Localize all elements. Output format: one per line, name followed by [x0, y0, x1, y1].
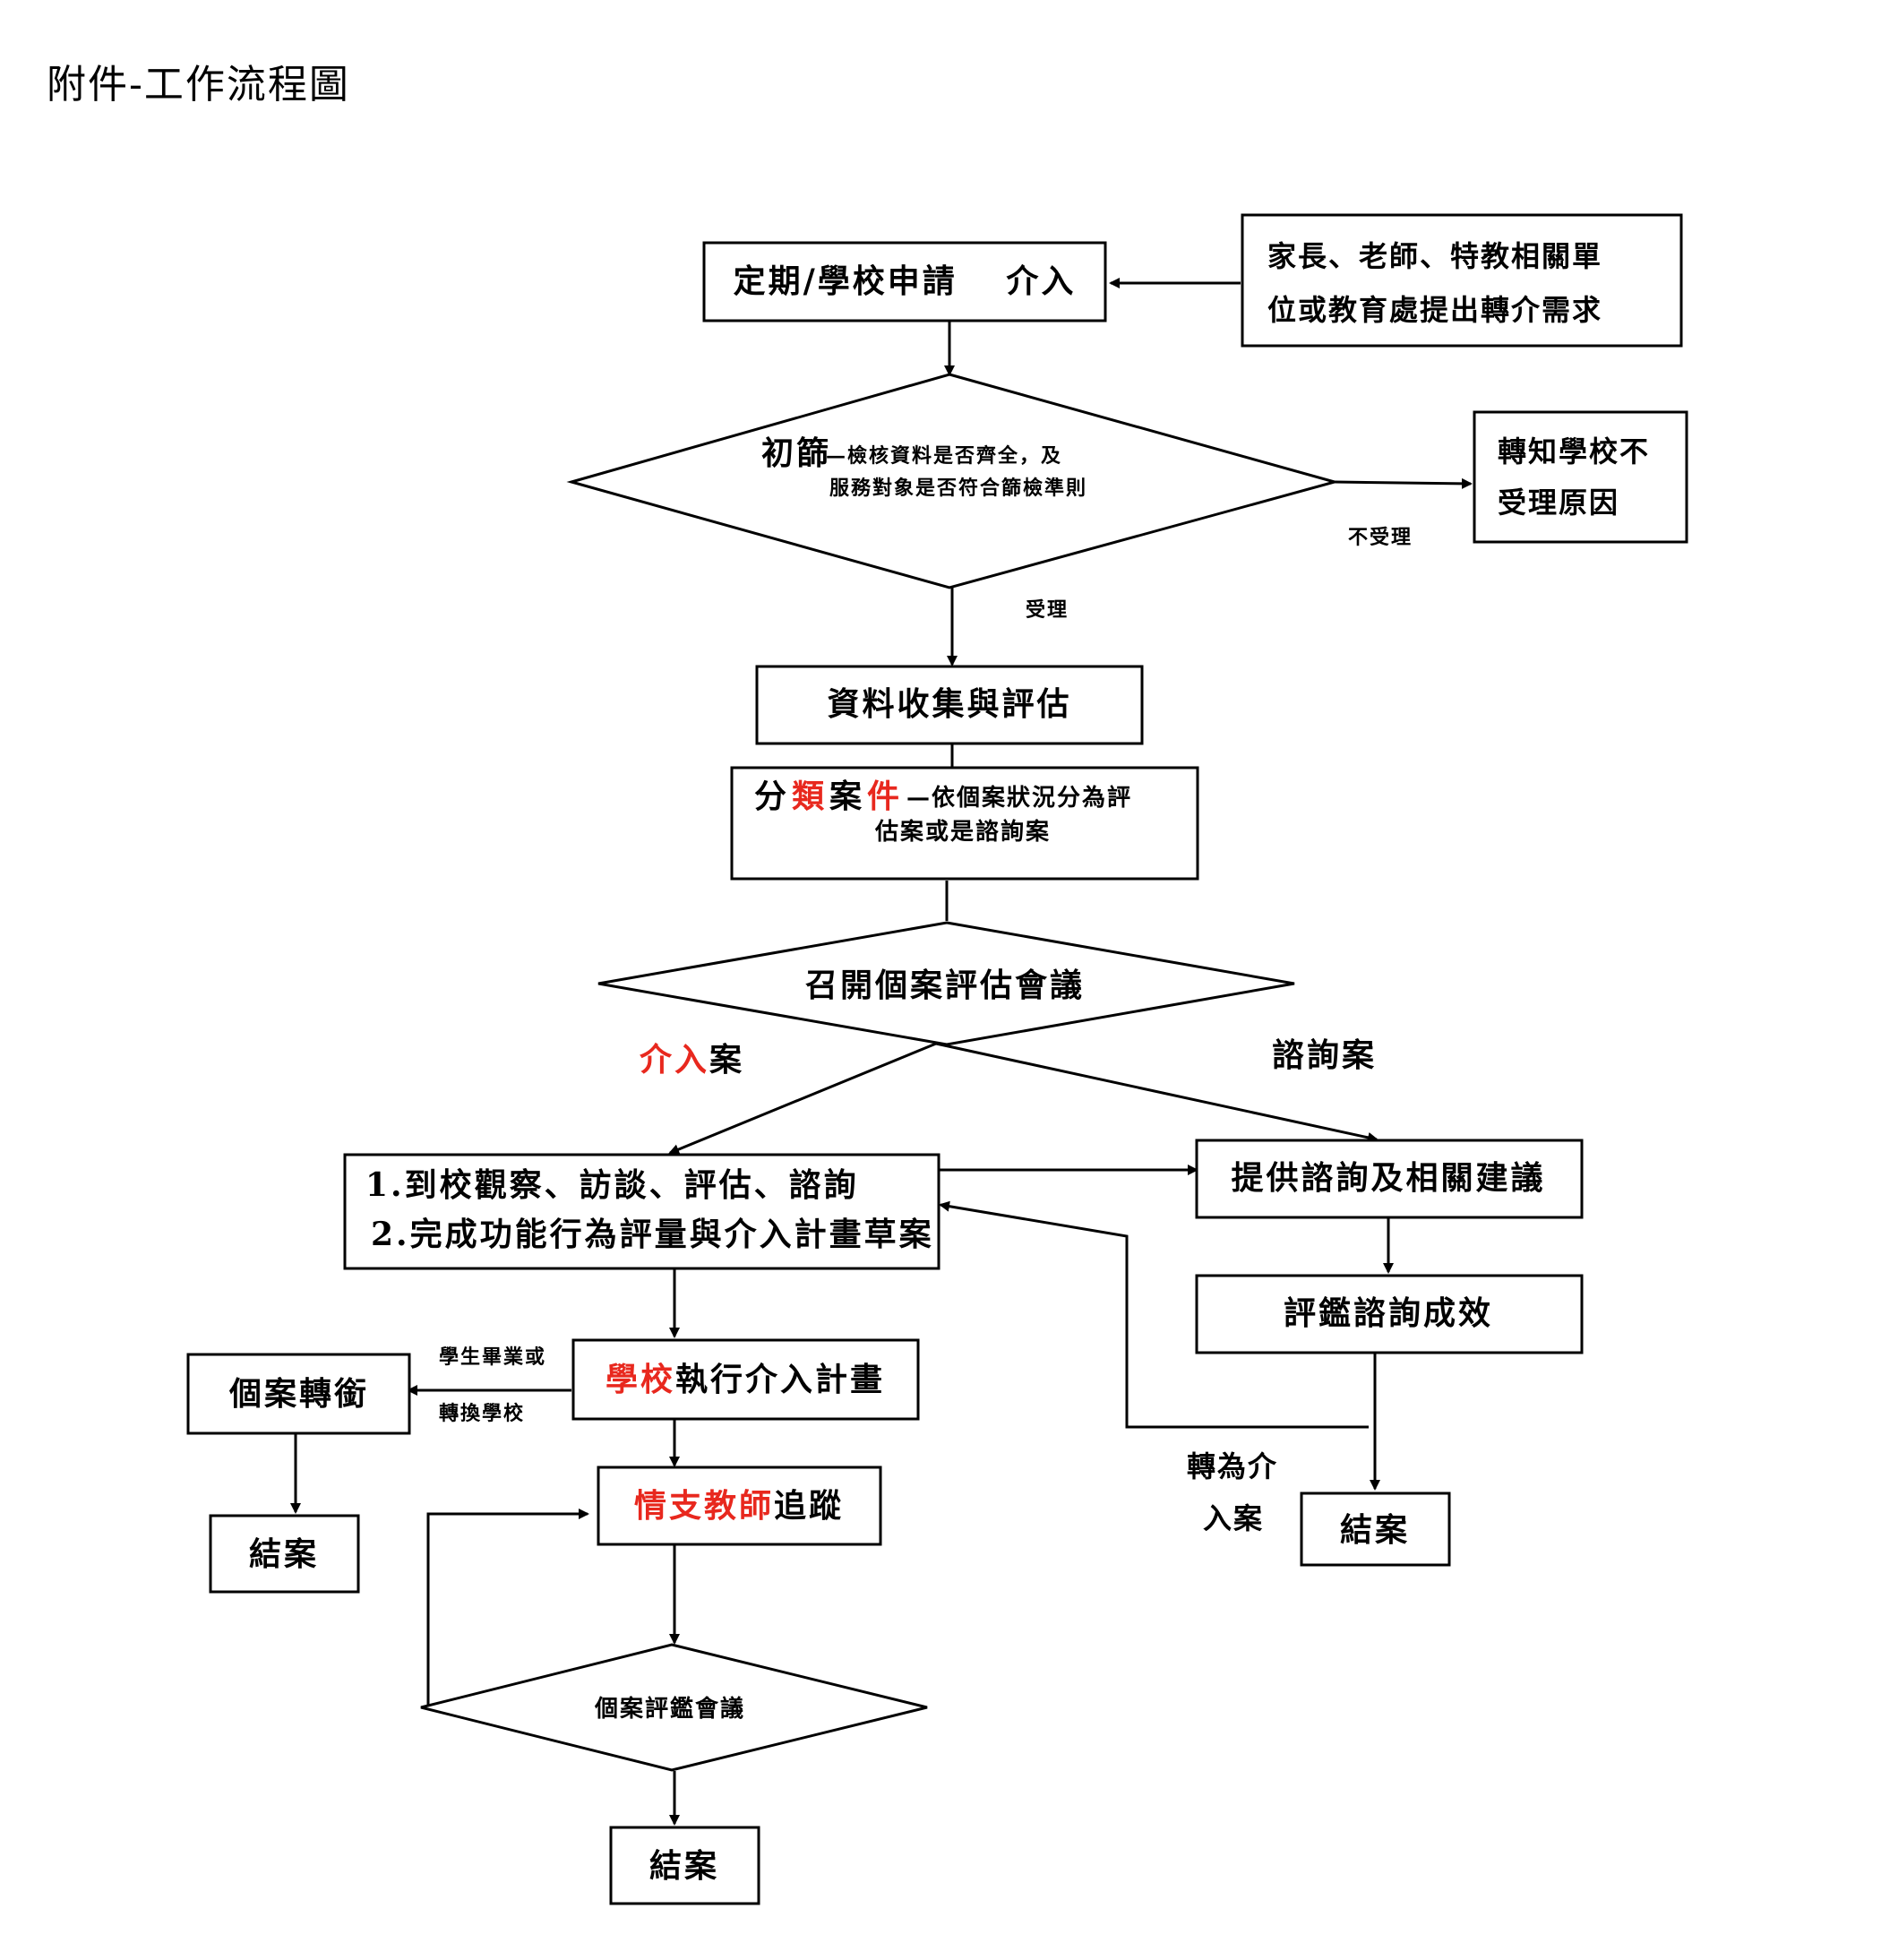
node-notify: 轉知學校不 受理原因: [1473, 410, 1688, 544]
node-meeting: 召開個案評估會議: [597, 921, 1295, 1046]
track-rest-part: 追蹤: [774, 1487, 844, 1525]
svg-text:服務對象是否符合篩檢準則: 服務對象是否符合篩檢準則: [829, 477, 1087, 500]
node-screen: 初篩 —檢核資料是否齊全，及 服務對象是否符合篩檢準則: [566, 373, 1340, 589]
svg-text:2.完成功能行為評量與介入計畫草案: 2.完成功能行為評量與介入計畫草案: [371, 1216, 934, 1253]
execute-rest-part: 執行介入計畫: [675, 1361, 885, 1398]
edge-labels: 不受理 受理 介入案 諮詢案 學生畢業或 轉換學校 轉為介 入案: [439, 526, 1413, 1535]
svg-text:轉知學校不: 轉知學校不: [1498, 434, 1650, 469]
svg-text:分: 分: [754, 778, 789, 815]
svg-text:1.到校觀察、訪談、評估、諮詢: 1.到校觀察、訪談、評估、諮詢: [365, 1166, 859, 1204]
svg-text:類: 類: [792, 778, 827, 815]
edge-review-loop-to-track: [426, 1509, 589, 1706]
label-reject: 不受理: [1348, 526, 1413, 549]
svg-text:結案: 結案: [1340, 1511, 1410, 1549]
svg-text:召開個案評估會議: 召開個案評估會議: [805, 967, 1085, 1004]
svg-text:情支教師追蹤: 情支教師追蹤: [634, 1487, 844, 1525]
edge-evaluate-to-assess: [939, 1200, 1369, 1429]
svg-text:案: 案: [829, 778, 864, 815]
edge-meeting-to-assess: [668, 1042, 937, 1155]
svg-text:個案轉銜: 個案轉銜: [228, 1375, 369, 1413]
node-close-bottom: 結案: [609, 1826, 760, 1905]
document-title: 附件-工作流程圖: [47, 62, 350, 107]
connectors: [290, 278, 1473, 1826]
svg-text:估案或是諮詢案: 估案或是諮詢案: [874, 818, 1051, 846]
node-close-right: 結案: [1300, 1491, 1451, 1567]
node-classify: 分 類 案 件 —依個案狀況分為評 估案或是諮詢案: [730, 766, 1199, 881]
svg-text:個案評鑑會議: 個案評鑑會議: [594, 1695, 745, 1723]
svg-text:定期/學校申請 介入: 定期/學校申請 介入: [734, 262, 1077, 300]
svg-text:受理原因: 受理原因: [1498, 486, 1619, 520]
edge-meeting-to-consult: [935, 1042, 1379, 1143]
svg-text:件: 件: [867, 778, 902, 815]
node-transfer: 個案轉銜: [186, 1353, 411, 1435]
node-review: 個案評鑑會議: [420, 1643, 928, 1772]
node-collect: 資料收集與評估: [755, 665, 1144, 745]
label-to-intervention-1: 轉為介: [1187, 1449, 1278, 1483]
node-evaluate: 評鑑諮詢成效: [1195, 1274, 1584, 1354]
svg-text:家長、老師、特教相關單: 家長、老師、特教相關單: [1267, 239, 1602, 273]
svg-text:評鑑諮詢成效: 評鑑諮詢成效: [1284, 1294, 1493, 1332]
svg-text:提供諮詢及相關建議: 提供諮詢及相關建議: [1231, 1159, 1545, 1197]
node-track: 情支教師追蹤: [597, 1466, 882, 1546]
execute-red-part: 學校: [606, 1361, 675, 1398]
svg-text:—依個案狀況分為評: —依個案狀況分為評: [906, 784, 1132, 812]
label-consultation: 諮詢案: [1272, 1036, 1377, 1074]
node-consult: 提供諮詢及相關建議: [1195, 1139, 1584, 1219]
node-apply: 定期/學校申請 介入: [702, 241, 1107, 322]
svg-text:初篩: 初篩: [761, 434, 831, 472]
svg-text:資料收集與評估: 資料收集與評估: [827, 685, 1071, 723]
node-assess: 1.到校觀察、訪談、評估、諮詢 2.完成功能行為評量與介入計畫草案: [343, 1153, 940, 1270]
label-intervention: 介入案: [640, 1041, 744, 1079]
node-execute: 學校執行介入計畫: [571, 1338, 920, 1421]
label-to-intervention-2: 入案: [1203, 1501, 1264, 1535]
svg-text:位或教育處提出轉介需求: 位或教育處提出轉介需求: [1267, 293, 1602, 327]
node-referral: 家長、老師、特教相關單 位或教育處提出轉介需求: [1241, 213, 1683, 348]
label-change-school: 轉換學校: [439, 1402, 525, 1425]
svg-text:結案: 結案: [249, 1535, 319, 1573]
edge-screen-to-notify: [1334, 477, 1473, 489]
svg-text:結案: 結案: [649, 1847, 719, 1885]
label-accept: 受理: [1026, 598, 1069, 622]
label-graduate: 學生畢業或: [439, 1345, 546, 1369]
svg-text:學校執行介入計畫: 學校執行介入計畫: [606, 1361, 885, 1398]
track-red-part: 情支教師: [634, 1487, 774, 1525]
node-close-left: 結案: [209, 1514, 360, 1594]
svg-text:—檢核資料是否齊全，及: —檢核資料是否齊全，及: [826, 444, 1062, 468]
